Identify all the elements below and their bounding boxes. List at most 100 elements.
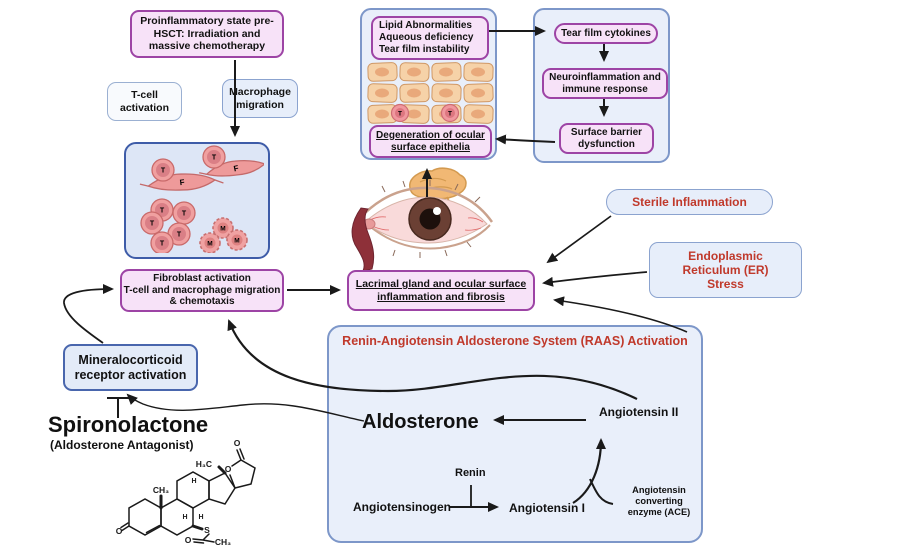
box-proinflammatory-state: Proinflammatory state pre- HSCT: Irradia…	[130, 10, 284, 58]
atom-label-h3c: H₃C	[196, 459, 212, 469]
box-text: Proinflammatory state pre-	[140, 15, 274, 28]
box-text: T-cell and macrophage migration	[123, 284, 281, 296]
inflamed-duct-icon	[351, 207, 375, 272]
cell-label-f: F	[179, 178, 185, 188]
box-text: dysfunction	[578, 138, 635, 150]
cell-label-f: F	[233, 164, 240, 174]
atom-label-o: O	[116, 526, 123, 536]
atom-label-ch3: CH₃	[153, 485, 169, 495]
fibroblast-icon: F	[199, 160, 264, 177]
box-macrophage-migration: Macrophage migration	[222, 79, 298, 118]
atom-label-h: H	[191, 478, 196, 485]
box-er-stress: Endoplasmic Reticulum (ER) Stress	[649, 242, 802, 298]
atom-label-o: O	[185, 535, 192, 545]
box-text: Surface barrier	[570, 126, 643, 138]
arrow-sterile-to-lacrimal	[546, 215, 612, 264]
renin-label: Renin	[455, 467, 486, 479]
spironolactone-structure: O CH₃ H₃C O O S O CH₃ H H H	[116, 438, 256, 546]
angiotensin-ii-label: Angiotensin II	[599, 405, 679, 419]
box-text: activation	[119, 101, 169, 114]
angiotensinogen-label: Angiotensinogen	[353, 500, 451, 514]
arrow-mineralocorticoid-to-fibroblast	[63, 284, 114, 344]
ace-line: Angiotensin	[632, 485, 686, 495]
box-neuroinflammation: Neuroinflammation and immune response	[542, 68, 668, 99]
box-text: massive chemotherapy	[148, 40, 266, 53]
spironolactone-subtitle: (Aldosterone Antagonist)	[50, 438, 194, 452]
atom-label-ch3: CH₃	[215, 537, 231, 546]
box-text: Stress	[707, 277, 744, 292]
box-fibroblast-activation: Fibroblast activation T-cell and macroph…	[120, 269, 284, 312]
cell-label-m: M	[220, 226, 225, 233]
box-text: Fibroblast activation	[153, 272, 251, 284]
cell-label-t: T	[160, 208, 165, 215]
cell-label-t: T	[161, 168, 166, 175]
box-text: Reticulum (ER)	[682, 262, 769, 277]
cell-label-t: T	[177, 232, 182, 239]
t-cell-cluster: T T T T T	[140, 198, 196, 253]
cell-label-t: T	[182, 211, 187, 218]
box-tcell-activation: T-cell activation	[107, 82, 182, 121]
eye-illustration	[351, 167, 494, 272]
box-tear-film-cytokines: Tear film cytokines	[554, 23, 658, 44]
cell-label-t: T	[212, 155, 217, 162]
atom-label-o: O	[225, 464, 232, 474]
box-text: immune response	[562, 83, 648, 95]
box-text: Sterile Inflammation	[632, 194, 747, 209]
ace-label: Angiotensin converting enzyme (ACE)	[617, 485, 701, 518]
box-text: Degeneration of ocular	[376, 129, 485, 141]
box-text: inflammation and fibrosis	[377, 290, 505, 303]
box-degeneration-epithelia: Degeneration of ocular surface epithelia	[369, 125, 492, 158]
cell-label-m: M	[234, 238, 239, 245]
box-sterile-inflammation: Sterile Inflammation	[606, 189, 773, 215]
cell-label-m: M	[207, 241, 212, 248]
box-text: Macrophage	[229, 86, 291, 99]
atom-label-o: O	[234, 438, 241, 448]
box-text: migration	[236, 98, 284, 111]
cell-label-t: T	[160, 241, 165, 248]
lower-eyelid	[366, 223, 491, 250]
box-text: Neuroinflammation and	[549, 71, 661, 83]
atom-label-h: H	[198, 514, 203, 521]
macrophage-cluster: M M M	[199, 217, 248, 253]
eye-highlight	[433, 207, 441, 215]
box-text: Mineralocorticoid	[78, 352, 183, 367]
t-cell-icon: T	[151, 158, 175, 182]
box-text: receptor activation	[74, 367, 187, 382]
box-text: Lacrimal gland and ocular surface	[355, 278, 527, 291]
arrow-er-to-lacrimal	[542, 271, 648, 287]
box-text: Tear film cytokines	[561, 27, 651, 39]
raas-title: Renin-Angiotensin Aldosterone System (RA…	[342, 334, 688, 348]
box-text: Aqueous deficiency	[379, 32, 474, 44]
raas-panel: Renin-Angiotensin Aldosterone System (RA…	[327, 325, 703, 543]
aldosterone-label: Aldosterone	[362, 411, 479, 433]
epithelial-cells-illustration: T T	[367, 62, 494, 124]
angiotensin-i-label: Angiotensin I	[509, 501, 585, 515]
box-text: Tear film instability	[379, 43, 470, 55]
cell-label-t: T	[448, 110, 452, 117]
immune-cells-illustration: F F T T T T T T T M	[139, 145, 264, 253]
ace-line: enzyme (ACE)	[627, 507, 691, 518]
box-lipid-abnormalities: Lipid Abnormalities Aqueous deficiency T…	[371, 16, 489, 60]
eyelashes	[381, 180, 481, 258]
cytokine-cascade-panel: Tear film cytokines Neuroinflammation an…	[533, 8, 670, 163]
tear-film-panel: Lipid Abnormalities Aqueous deficiency T…	[360, 8, 497, 160]
cell-label-t: T	[398, 110, 402, 117]
infiltrating-t-cell-icon: T	[440, 103, 460, 123]
box-text: T-cell	[131, 89, 158, 102]
upper-eyelid	[359, 186, 494, 223]
box-text: surface epithelia	[391, 141, 470, 153]
infiltrating-t-cell-icon: T	[390, 103, 410, 123]
immune-cells-panel: F F T T T T T T T M	[124, 142, 270, 259]
box-text: HSCT: Irradiation and	[153, 27, 261, 40]
red-veins	[369, 216, 484, 231]
box-text: Endoplasmic	[688, 248, 763, 263]
atom-label-s: S	[204, 525, 210, 535]
box-lacrimal-inflammation: Lacrimal gland and ocular surface inflam…	[347, 270, 535, 311]
ace-line: converting	[635, 496, 683, 507]
box-text: & chemotaxis	[169, 296, 235, 308]
box-surface-barrier: Surface barrier dysfunction	[559, 123, 654, 154]
t-cell-icon: T	[202, 145, 226, 169]
cell-label-t: T	[150, 221, 155, 228]
box-text: Lipid Abnormalities	[379, 20, 472, 32]
